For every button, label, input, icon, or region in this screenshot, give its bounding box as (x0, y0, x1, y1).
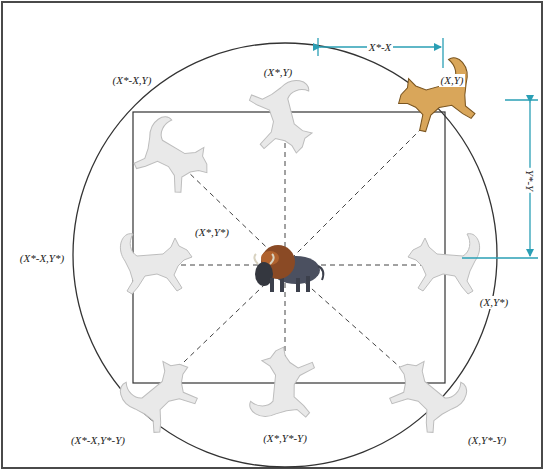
coordinate-label: (X,Y*) (478, 296, 510, 309)
coordinate-label: (X*,Y) (262, 66, 294, 79)
golden-wolf (390, 55, 482, 140)
coordinate-label: (X*-X,Y*-Y) (69, 434, 127, 447)
outer-circle (73, 43, 497, 467)
coordinate-label: (X*-X,Y) (111, 74, 154, 87)
dimension-label: Y*-Y (524, 167, 537, 192)
dimension-label: X*-X (367, 41, 394, 54)
coordinate-label: (X*,Y*) (193, 226, 231, 239)
coordinate-label: (X*-X,Y*) (18, 252, 66, 265)
coordinate-label: (X,Y*-Y) (466, 434, 508, 447)
coordinate-label: (X,Y) (439, 74, 466, 87)
dimension-brackets (318, 38, 538, 258)
coordinate-label: (X*,Y*-Y) (261, 432, 309, 445)
grey-wolves (116, 78, 480, 438)
bison (254, 245, 323, 292)
